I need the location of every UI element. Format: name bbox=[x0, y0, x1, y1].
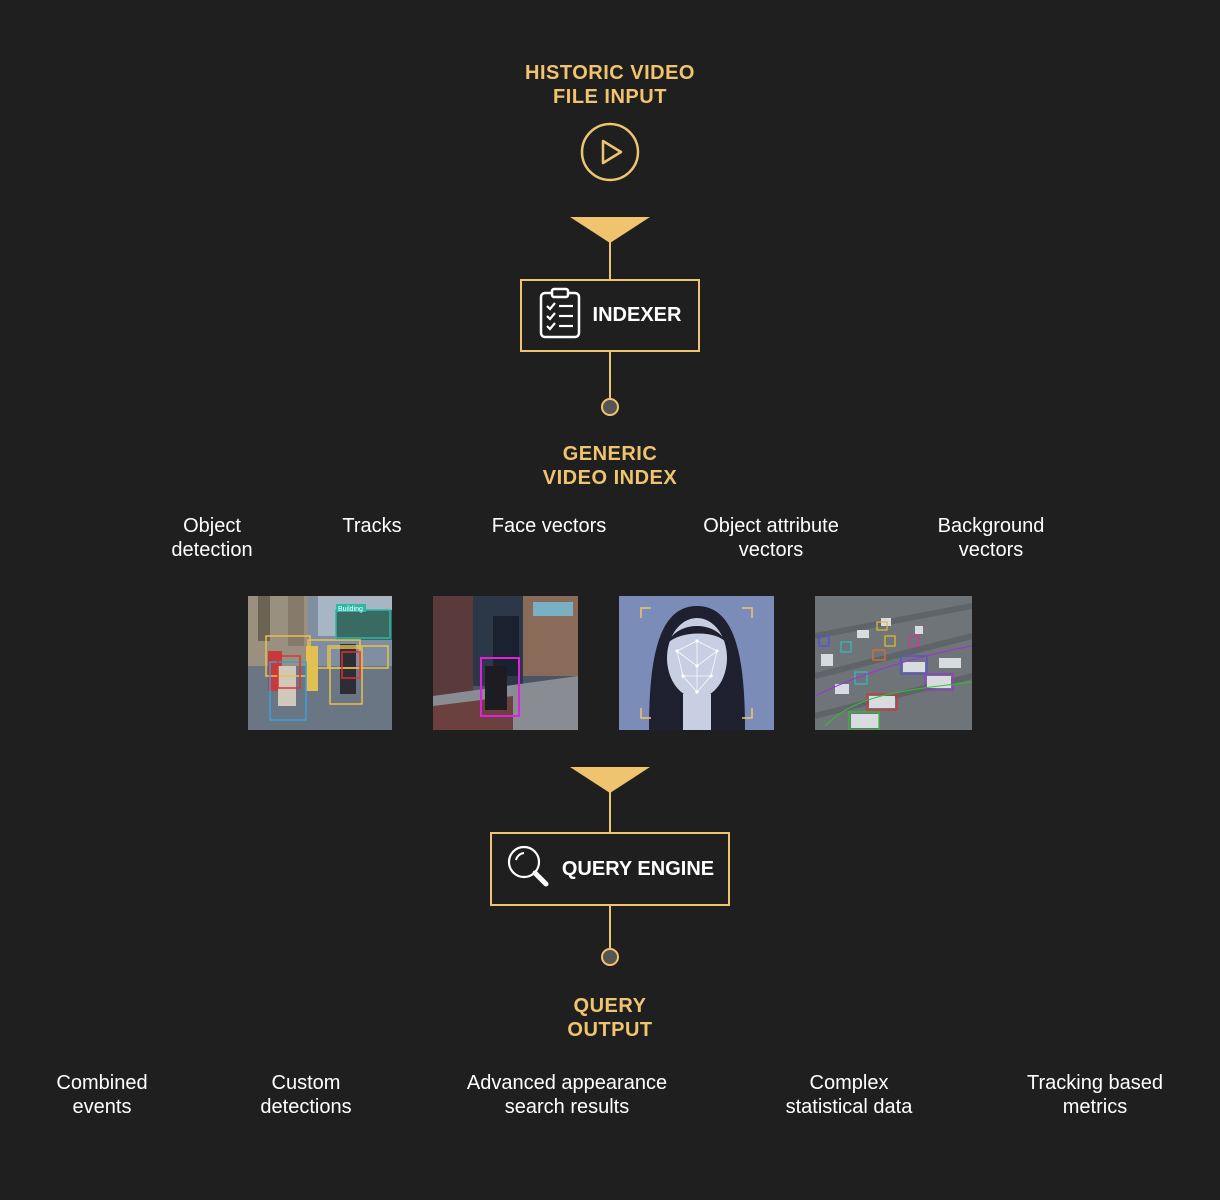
query-engine-label: QUERY ENGINE bbox=[561, 857, 715, 880]
output-title: QUERY OUTPUT bbox=[0, 994, 1220, 1042]
index-item-tracks: Tracks bbox=[342, 515, 402, 537]
funnel-arrow-icon bbox=[570, 217, 650, 243]
index-item-object-attribute-vectors: Object attribute vectors bbox=[703, 515, 839, 561]
search-icon bbox=[506, 844, 550, 894]
index-title-line1: GENERIC bbox=[562, 443, 658, 465]
input-title: HISTORIC VIDEO FILE INPUT bbox=[0, 61, 1220, 109]
object-detection-tag: Building bbox=[338, 606, 363, 613]
output-item-tracking-metrics: Tracking based metrics bbox=[1027, 1072, 1163, 1118]
tracks-image bbox=[433, 596, 578, 730]
play-circle-icon bbox=[580, 122, 640, 182]
index-title-line2: VIDEO INDEX bbox=[542, 467, 678, 489]
output-item-custom-detections: Custom detections bbox=[260, 1072, 352, 1118]
output-title-line1: QUERY bbox=[573, 995, 647, 1017]
funnel-arrow-icon bbox=[570, 767, 650, 793]
object-detection-image: Building bbox=[248, 596, 392, 730]
output-item-combined-events: Combined events bbox=[56, 1072, 148, 1118]
output-item-statistical-data: Complex statistical data bbox=[785, 1072, 913, 1118]
index-item-face-vectors: Face vectors bbox=[491, 515, 607, 537]
background-vectors-image bbox=[815, 596, 972, 730]
connector-line bbox=[609, 352, 611, 398]
face-vectors-image bbox=[619, 596, 774, 730]
connector-line bbox=[609, 790, 611, 833]
index-item-object-detection: Object detection bbox=[171, 515, 253, 561]
connector-node bbox=[601, 948, 619, 966]
output-item-appearance-search: Advanced appearance search results bbox=[466, 1072, 668, 1118]
index-item-background-vectors: Background vectors bbox=[937, 515, 1045, 561]
clipboard-checklist-icon bbox=[539, 287, 581, 345]
index-title: GENERIC VIDEO INDEX bbox=[0, 442, 1220, 490]
connector-node bbox=[601, 398, 619, 416]
output-title-line2: OUTPUT bbox=[567, 1019, 653, 1041]
indexer-box: INDEXER bbox=[520, 279, 700, 352]
query-engine-box: QUERY ENGINE bbox=[490, 832, 730, 906]
input-title-line1: HISTORIC VIDEO bbox=[525, 62, 695, 84]
input-title-line2: FILE INPUT bbox=[553, 86, 667, 108]
indexer-label: INDEXER bbox=[592, 304, 682, 326]
connector-line bbox=[609, 906, 611, 948]
connector-line bbox=[609, 240, 611, 280]
